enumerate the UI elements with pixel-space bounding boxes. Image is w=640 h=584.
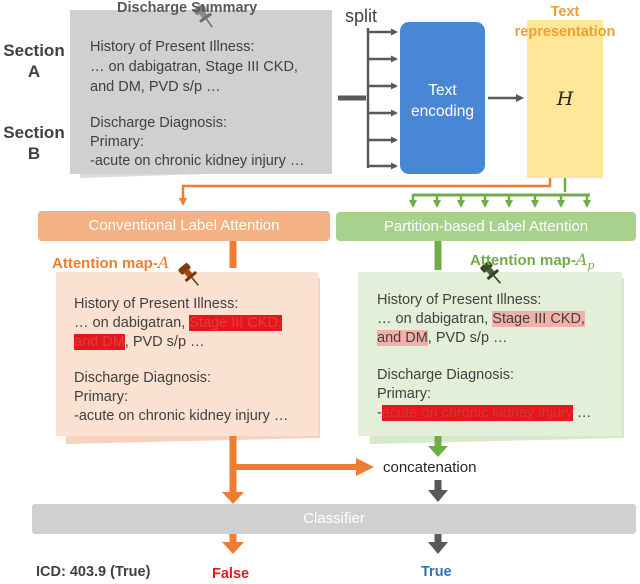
part-heading2: Discharge Diagnosis: <box>377 367 515 383</box>
icd-label: ICD: 403.9 (True) <box>36 564 151 580</box>
text-representation-label: Text representation <box>514 4 616 40</box>
conv-heading2: Discharge Diagnosis: <box>74 370 212 386</box>
attention-map-ap-symbol: A <box>575 250 588 269</box>
pushpin-icon <box>480 261 501 284</box>
discharge-summary-note <box>70 10 332 178</box>
section-b-label: Section B <box>3 123 65 163</box>
part-line3-suffix: , PVD s/p … <box>427 330 508 346</box>
conventional-attention-label: Conventional Label Attention <box>88 217 280 234</box>
part-last-prefix: - <box>377 405 382 421</box>
split-label: split <box>345 6 378 26</box>
section-a-label: Section A <box>3 41 65 81</box>
partition-attention-label: Partition-based Label Attention <box>383 218 589 235</box>
conv-last-line: -acute on chronic kidney injury … <box>74 408 289 424</box>
summary-para1-line3: and DM, PVD s/p … <box>90 79 221 95</box>
text-representation-box <box>527 20 603 178</box>
part-last-line: -acute on chronic kidney injury … <box>377 404 591 423</box>
conv-line3: and DM, PVD s/p … <box>74 333 205 352</box>
discharge-summary-title: Discharge Summary <box>117 0 258 16</box>
attention-map-ap-subscript: p <box>587 259 595 272</box>
part-last-highlight: acute on chronic kidney injury <box>381 405 573 421</box>
split-arrows <box>338 28 398 170</box>
classifier-bar <box>32 504 636 534</box>
summary-para2-heading: Discharge Diagnosis: <box>90 115 228 131</box>
conv-line2-highlight: Stage III CKD, <box>189 315 282 331</box>
attention-map-ap-text: Attention map- <box>470 252 576 269</box>
h-symbol: H <box>556 88 574 110</box>
summary-para2-line2: Primary: <box>90 134 144 150</box>
part-heading1: History of Present Illness: <box>377 292 542 308</box>
classifier-label: Classifier <box>303 510 365 527</box>
text-encoding-label: Text encoding <box>411 82 474 120</box>
part-line2-prefix: … on dabigatran, <box>377 311 493 327</box>
pushpin-icon <box>178 263 199 286</box>
attention-map-a-symbol: A <box>157 253 170 272</box>
conv-line3-suffix: , PVD s/p … <box>124 334 205 350</box>
part-line3-highlight: and DM <box>377 330 428 346</box>
true-output-arrow <box>428 534 448 554</box>
part-line2-highlight: Stage III CKD, <box>492 311 585 327</box>
conv-primary: Primary: <box>74 389 128 405</box>
orange-branch-connector <box>179 178 552 206</box>
green-branch-connector <box>409 178 591 208</box>
conv-line3-highlight: and DM <box>74 334 125 350</box>
result-false: False <box>212 566 250 582</box>
concatenation-label: concatenation <box>383 459 477 476</box>
conv-line2-prefix: … on dabigatran, <box>74 315 190 331</box>
conv-line2: … on dabigatran, Stage III CKD, <box>74 314 282 333</box>
text-encoding-box <box>400 22 485 174</box>
part-line2: … on dabigatran, Stage III CKD, <box>377 310 585 329</box>
concat-down-arrow <box>428 480 448 502</box>
false-output-arrow <box>222 534 244 554</box>
attention-map-a-text: Attention map- <box>52 255 158 272</box>
part-last-suffix: … <box>572 405 592 421</box>
summary-para1-heading: History of Present Illness: <box>90 39 255 55</box>
partition-output-connector <box>428 436 448 457</box>
conventional-attention-bar <box>38 211 330 241</box>
summary-para2-line3: -acute on chronic kidney injury … <box>90 153 305 169</box>
attention-map-ap-label: Attention map-Ap <box>470 250 594 272</box>
part-line3: and DM, PVD s/p … <box>377 329 508 348</box>
partition-attention-bar <box>336 212 636 241</box>
pushpin-icon <box>193 3 213 28</box>
summary-para1-line2: … on dabigatran, Stage III CKD, <box>90 59 298 75</box>
attention-map-a-label: Attention map-A <box>52 253 169 272</box>
conv-heading1: History of Present Illness: <box>74 296 239 312</box>
conventional-output-connector <box>222 436 374 504</box>
result-true: True <box>421 564 452 580</box>
part-primary: Primary: <box>377 386 431 402</box>
